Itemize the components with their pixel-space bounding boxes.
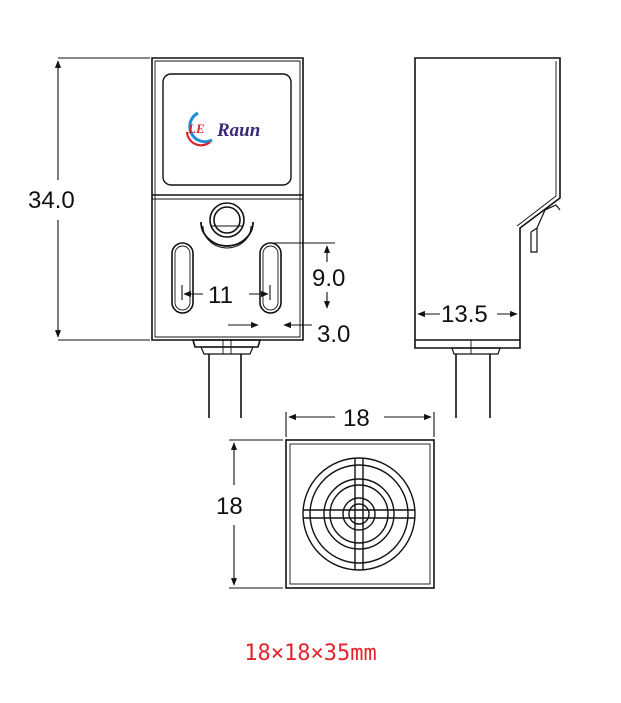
- logo-swoosh-icon: [188, 111, 213, 144]
- dim-slot-height: 9.0: [312, 265, 345, 292]
- led-indicator: [200, 202, 254, 249]
- dim-depth: 13.5: [441, 301, 488, 328]
- face-outline: [285, 439, 435, 589]
- dim-height: 34.0: [28, 187, 75, 214]
- side-cable-collar: [451, 347, 501, 355]
- dim-face-height: 18: [216, 493, 243, 520]
- logo-brand: Raun: [216, 120, 260, 141]
- side-view: [414, 57, 561, 418]
- dim-slot-spacing: 11: [208, 282, 233, 309]
- face-view: [285, 439, 435, 589]
- logo-window: [162, 73, 292, 186]
- side-body-outline: [414, 57, 561, 349]
- size-caption: 18×18×35mm: [244, 641, 377, 666]
- brand-logo: LE Raun: [185, 111, 260, 147]
- dim-face-width: 18: [343, 405, 370, 432]
- sensing-face-icon: [302, 457, 416, 571]
- front-cable-collar: [191, 339, 262, 348]
- front-view: [151, 57, 304, 418]
- face-dimensions: [229, 412, 435, 589]
- front-body-outline: [151, 57, 304, 341]
- dim-offset: 3.0: [317, 321, 350, 348]
- mounting-slot-left: [171, 242, 194, 314]
- logo-mark: LE: [187, 121, 205, 136]
- front-dimensions: [54, 57, 335, 341]
